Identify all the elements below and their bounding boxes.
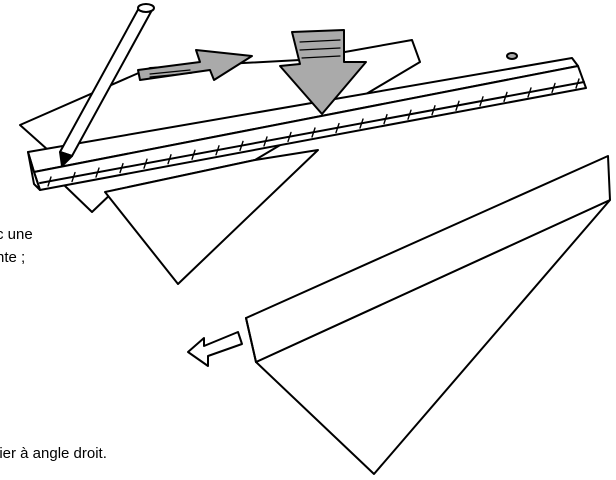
ruler-tick [455, 100, 460, 111]
ruler-tick [263, 136, 268, 147]
ruler-tick [47, 176, 52, 187]
slide-arrow-icon [137, 49, 253, 81]
ruler-tick [431, 105, 436, 116]
ruler-tick [143, 158, 148, 169]
ruler-tick [311, 127, 316, 138]
ruler-tick [167, 154, 172, 165]
fold-arrow-icon [187, 331, 243, 367]
folded-sheet [245, 155, 611, 475]
ruler-tick [287, 131, 292, 143]
caption-line-3: lier à angle droit. [0, 445, 107, 462]
pencil-icon [59, 3, 155, 167]
ruler-tick [575, 78, 580, 89]
ruler-tick [527, 87, 532, 98]
ruler-hole [506, 52, 518, 60]
ruler-tick [503, 91, 508, 103]
ruler-tick [479, 96, 484, 107]
ruler-tick [407, 109, 412, 120]
ruler-tick [95, 167, 100, 178]
caption-line-1: c une [0, 226, 33, 243]
ruler-ticks [47, 78, 580, 187]
caption-line-2: nte ; [0, 249, 26, 266]
ruler-tick [551, 82, 556, 94]
ruler-tick [383, 113, 388, 125]
ruler-tick [215, 145, 220, 156]
ruler-tick [191, 149, 196, 160]
press-down-arrow-icon [279, 29, 367, 115]
ruler-tick [335, 122, 340, 134]
ruler-tick [359, 118, 364, 129]
ruler-tick [119, 162, 124, 174]
ruler-icon [27, 52, 587, 191]
ruler-tick [71, 171, 76, 183]
ruler-tick [239, 140, 244, 152]
